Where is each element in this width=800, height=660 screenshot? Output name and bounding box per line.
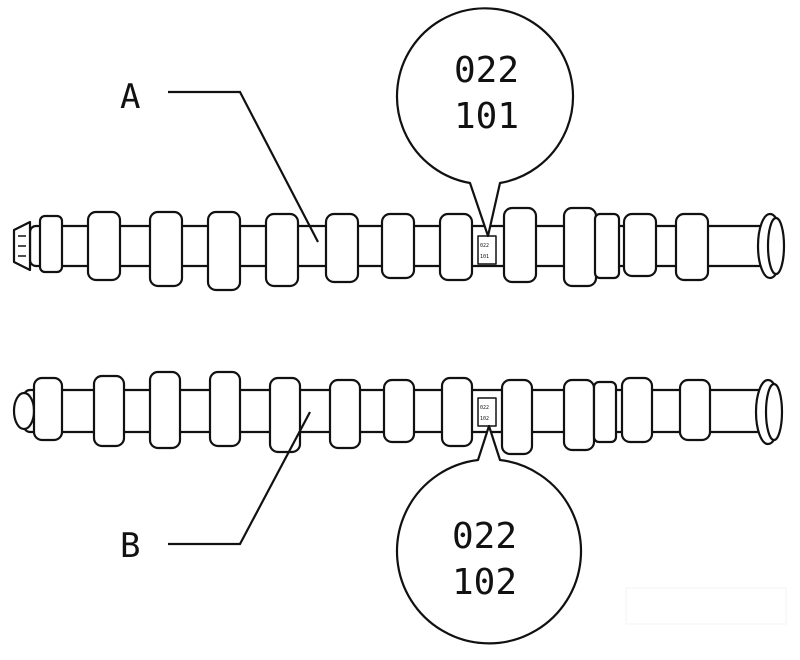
leader-line-b (168, 411, 311, 546)
part-code-b-line1: 022 (452, 516, 517, 557)
label-a: A (120, 77, 140, 117)
part-code-a-line2: 101 (454, 96, 519, 137)
part-code-b-line2: 102 (452, 562, 517, 603)
leader-line-a (168, 90, 319, 243)
callout-bubble-a (395, 7, 575, 238)
label-b: B (120, 526, 140, 566)
svg-text:022: 022 (480, 405, 489, 411)
svg-text:102: 102 (480, 416, 489, 422)
camshaft-a: 022 101 (12, 206, 786, 292)
svg-text:101: 101 (480, 254, 489, 260)
part-code-a-line1: 022 (454, 50, 519, 91)
svg-text:022: 022 (480, 243, 489, 249)
camshaft-b: 022 102 (12, 370, 784, 456)
watermark-box (625, 587, 787, 625)
callout-bubble-b (395, 424, 583, 645)
